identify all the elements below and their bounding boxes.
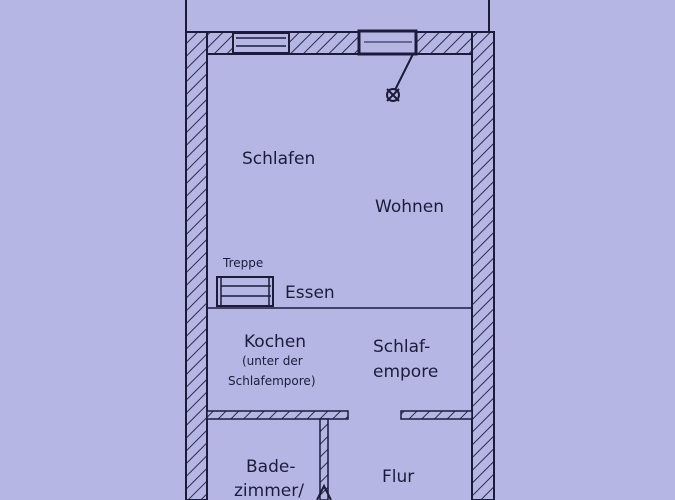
room-label-schlafempore-line-2: empore — [373, 362, 438, 382]
kochen-note-line-1: (unter der — [242, 354, 303, 368]
window-left — [232, 32, 290, 54]
bath-partition — [316, 418, 332, 500]
lamp-icon — [386, 53, 414, 102]
room-label-bad-line-1: Bade- — [246, 457, 295, 477]
room-label-flur: Flur — [382, 467, 414, 487]
room-label-schlafempore-line-1: Schlaf- — [373, 337, 430, 357]
kochen-note-line-2: Schlafempore) — [228, 374, 316, 388]
room-label-essen: Essen — [285, 283, 335, 303]
stairs — [216, 276, 274, 307]
stairs-label: Treppe — [222, 256, 263, 270]
interior-wall-south — [206, 410, 473, 420]
top-balcony — [185, 0, 490, 32]
room-label-kochen: Kochen — [244, 332, 306, 352]
exterior-walls — [185, 31, 495, 500]
east-wall — [471, 31, 495, 500]
window-right — [357, 29, 418, 56]
west-wall — [185, 31, 208, 500]
room-label-bad-line-2: zimmer/ — [234, 481, 304, 500]
room-label-schlafen: Schlafen — [242, 149, 315, 169]
room-label-wohnen: Wohnen — [375, 197, 444, 217]
